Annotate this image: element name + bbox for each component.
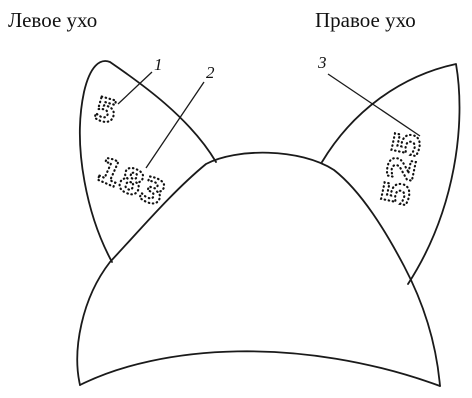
callout-2-leader xyxy=(145,81,205,169)
left-ear-upper-tattoo: 5 xyxy=(90,89,122,132)
callout-3-leader xyxy=(327,73,421,137)
left-ear-label: Левое ухо xyxy=(8,8,98,32)
left-ear-lower-tattoo: 183 xyxy=(90,150,171,215)
callout-2-label: 2 xyxy=(206,63,215,82)
callout-1-leader xyxy=(117,71,153,105)
right-ear-tattoo: 525 xyxy=(375,128,431,210)
callout-3-label: 3 xyxy=(318,53,327,72)
callout-1-label: 1 xyxy=(154,55,163,74)
left-ear-outline xyxy=(79,60,217,263)
right-ear-label: Правое ухо xyxy=(315,8,416,32)
right-ear-outline xyxy=(321,63,461,285)
head-bottom-outline xyxy=(79,350,441,387)
